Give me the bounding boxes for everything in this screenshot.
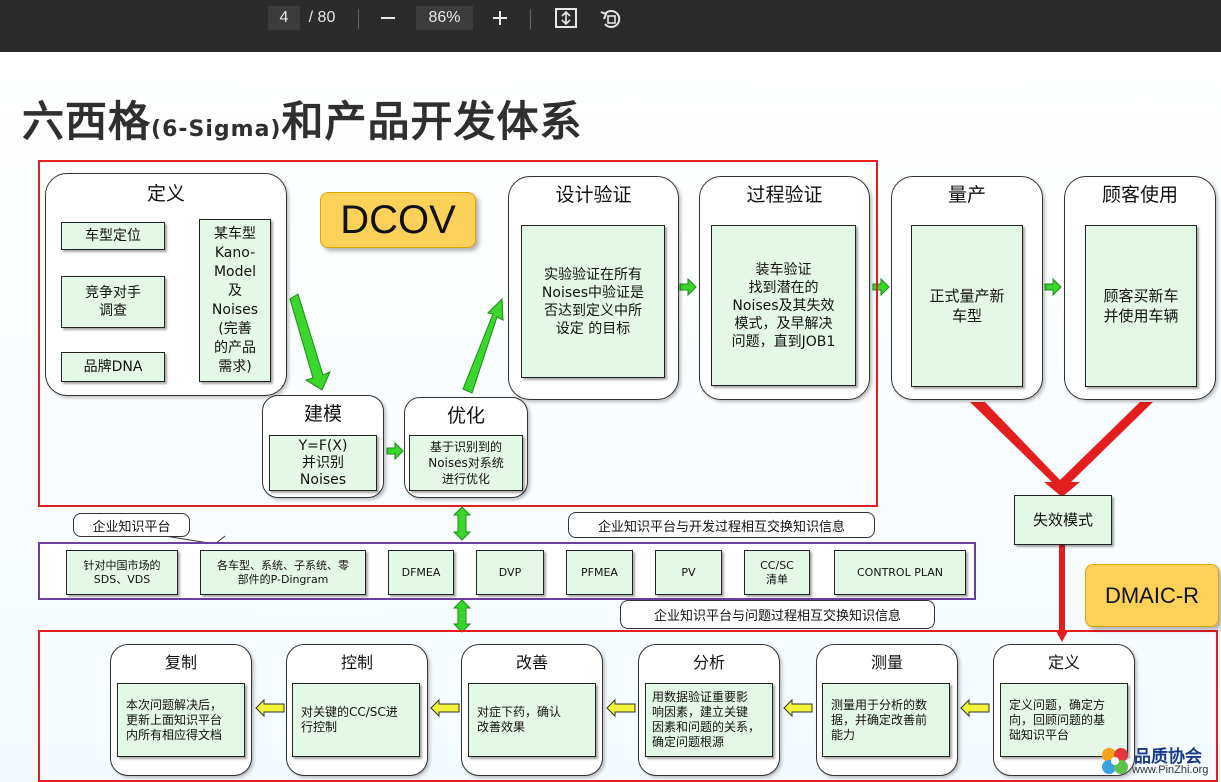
failure-mode-box: 失效模式 xyxy=(1014,495,1112,545)
stage-title: 量产 xyxy=(947,184,986,206)
dmaic-stage-body: 测量用于分析的数 据，并确定改善前 能力 xyxy=(822,683,950,757)
green-arrow-up xyxy=(462,297,504,394)
platform-step: CC/SC 清单 xyxy=(744,550,810,595)
pdf-toolbar: 4 / 80 86% xyxy=(0,0,1221,52)
dmaic-stage-body: 对症下药，确认 改善效果 xyxy=(468,683,596,757)
logo-text: 品质协会 xyxy=(1134,747,1202,767)
yellow-flow-arrows xyxy=(255,698,990,718)
platform-step: PFMEA xyxy=(566,550,633,595)
platform-step: CONTROL PLAN xyxy=(834,550,966,595)
define-item: 品牌DNA xyxy=(61,352,165,382)
plus-icon xyxy=(493,11,507,25)
stage-title: 改善 xyxy=(515,653,548,672)
zoom-level-display[interactable]: 86% xyxy=(416,6,473,30)
stage-title: 顾客使用 xyxy=(1101,184,1178,206)
dmaic-stage-body: 用数据验证重要影 响因素，建立关键 因素和问题的关系， 确定问题根源 xyxy=(645,683,773,757)
fit-page-icon xyxy=(555,8,577,28)
design-verify-body: 实验验证在所有 Noises中验证是 否达到定义中所 设定 的目标 xyxy=(521,225,665,378)
toolbar-divider xyxy=(358,9,359,29)
dcov-frame xyxy=(38,160,878,507)
rotate-icon xyxy=(600,10,621,28)
red-v-arrow xyxy=(970,402,1153,497)
process-verify-body: 装车验证 找到潜在的 Noises及其失效 模式，及早解决 问题，直到JOB1 xyxy=(711,225,856,386)
platform-step: 各车型、系统、子系统、零 部件的P-Dingram xyxy=(200,550,366,595)
stage-title: 优化 xyxy=(446,405,485,427)
platform-step: PV xyxy=(655,550,722,595)
stage-title: 分析 xyxy=(692,653,725,672)
green-arrow-down xyxy=(289,293,331,391)
callout-problem-exchange: 企业知识平台与问题过程相互交换知识信息 xyxy=(620,600,935,629)
stage-title: 定义 xyxy=(1047,653,1080,672)
stage-title: 设计验证 xyxy=(555,184,632,206)
arrow-mp-to-cu xyxy=(1044,277,1062,297)
watermark-logo: 品质协会 www.PinZhi.org xyxy=(1098,742,1218,780)
zoom-in-button[interactable] xyxy=(488,5,512,31)
slide-page: 六西格(6-Sigma)和产品开发体系 xyxy=(0,52,1221,782)
arrow-pv-to-mp xyxy=(872,277,890,297)
toolbar-divider xyxy=(530,9,531,29)
zoom-out-button[interactable] xyxy=(376,5,400,31)
optimize-body: 基于识别到的 Noises对系统 进行优化 xyxy=(409,435,523,491)
double-arrow-problem xyxy=(452,599,472,633)
stage-title: 过程验证 xyxy=(746,184,823,206)
page-total: / 80 xyxy=(308,9,336,26)
dmaic-stage-body: 定义问题，确定方 向，回顾问题的基 础知识平台 xyxy=(1000,683,1128,757)
stage-title: 建模 xyxy=(303,403,342,425)
title-paren: (6-Sigma) xyxy=(151,117,282,142)
dmaic-stage-body: 对关键的CC/SC进 行控制 xyxy=(292,683,420,757)
title-rest: 和产品开发体系 xyxy=(281,97,583,146)
arrow-dv-to-pv xyxy=(679,277,697,297)
double-arrow-dev xyxy=(452,506,472,541)
stage-title: 测量 xyxy=(870,653,903,672)
define-item: 竞争对手 调查 xyxy=(61,276,165,328)
minus-icon xyxy=(381,17,395,19)
stage-title: 定义 xyxy=(146,183,185,205)
dmaic-badge: DMAIC-R xyxy=(1085,564,1219,627)
rotate-button[interactable] xyxy=(598,5,624,31)
title-main: 六西格 xyxy=(22,97,152,146)
dmaic-stage-body: 本次问题解决后， 更新上面知识平台 内所有相应得文档 xyxy=(117,683,245,757)
platform-step: DFMEA xyxy=(388,550,454,595)
logo-url: www.PinZhi.org xyxy=(1132,764,1209,776)
stage-title: 复制 xyxy=(164,653,197,672)
platform-step: DVP xyxy=(476,550,544,595)
define-item: 车型定位 xyxy=(61,222,165,250)
modeling-body: Y=F(X) 并识别 Noises xyxy=(269,435,377,491)
mass-production-body: 正式量产新 车型 xyxy=(911,225,1023,387)
slide-title: 六西格(6-Sigma)和产品开发体系 xyxy=(22,96,582,156)
callout-dev-exchange: 企业知识平台与开发过程相互交换知识信息 xyxy=(568,512,875,538)
kano-model-box: 某车型 Kano- Model 及 Noises (完善 的产品 需求) xyxy=(199,219,271,382)
dcov-badge: DCOV xyxy=(320,192,476,248)
flower-icon xyxy=(1102,748,1128,774)
stage-title: 控制 xyxy=(340,653,373,672)
platform-label-callout: 企业知识平台 xyxy=(73,513,190,537)
dmaic-frame xyxy=(38,630,1218,782)
fit-page-button[interactable] xyxy=(553,5,579,31)
page-number-input[interactable]: 4 xyxy=(268,6,300,30)
platform-step: 针对中国市场的 SDS、VDS xyxy=(66,550,178,595)
customer-use-body: 顾客买新车 并使用车辆 xyxy=(1085,225,1197,387)
arrow-model-to-opt xyxy=(386,441,404,461)
red-down-arrow xyxy=(1056,545,1068,642)
